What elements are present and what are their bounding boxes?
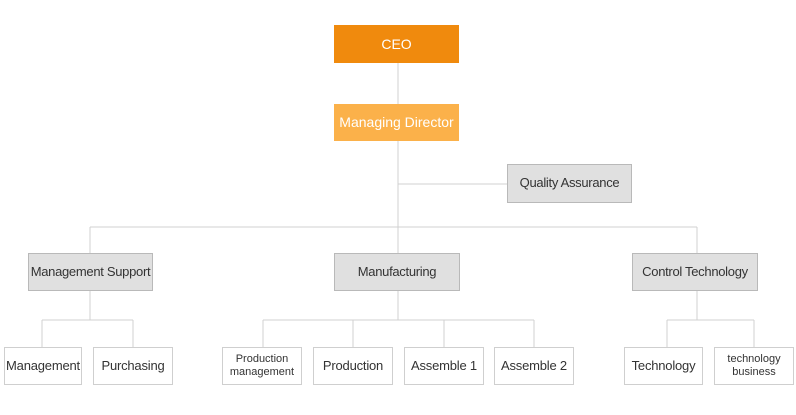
assemble-2-unit: Assemble 2 [494,347,574,385]
production-unit: Production [313,347,393,385]
technology-business-unit: technology business [714,347,794,385]
management-unit: Management [4,347,82,385]
ceo-box: CEO [334,25,459,63]
management-support-box: Management Support [28,253,153,291]
quality-assurance-box: Quality Assurance [507,164,632,203]
manufacturing-box: Manufacturing [334,253,460,291]
purchasing-unit: Purchasing [93,347,173,385]
technology-unit: Technology [624,347,703,385]
production-management-unit: Production management [222,347,302,385]
managing-director-box: Managing Director [334,104,459,141]
assemble-1-unit: Assemble 1 [404,347,484,385]
control-technology-box: Control Technology [632,253,758,291]
